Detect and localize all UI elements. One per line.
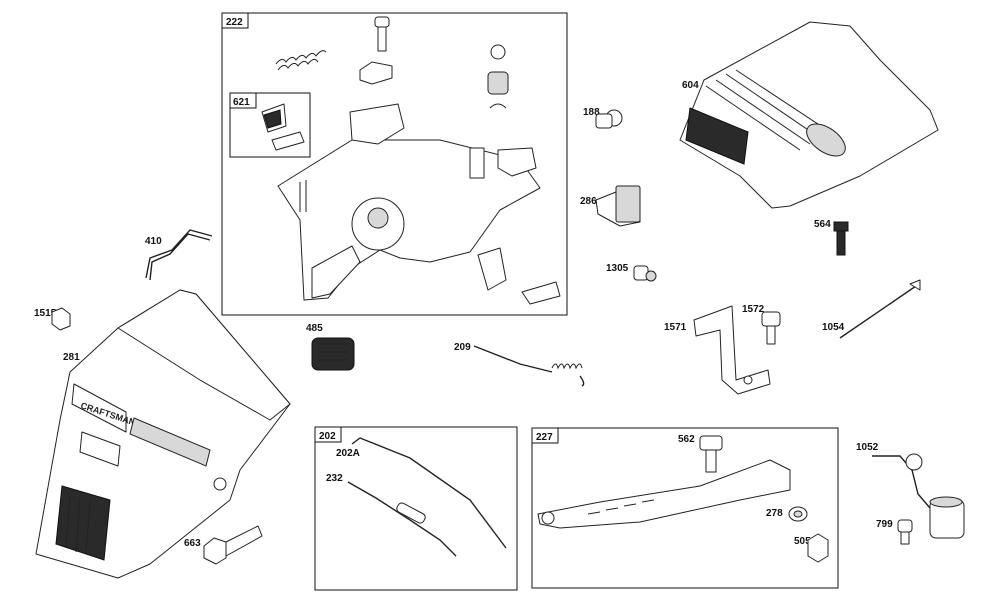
box-621-label: 621 <box>233 97 250 108</box>
part-1572: 1572 <box>742 304 781 345</box>
label-799: 799 <box>876 519 893 530</box>
knob-stack-part <box>487 44 509 109</box>
shroud-boss <box>213 477 227 491</box>
label-604: 604 <box>682 80 699 91</box>
washer-hole <box>793 510 803 518</box>
lever-holes <box>587 499 655 515</box>
part-663: 663 <box>184 525 263 565</box>
label-1054: 1054 <box>822 322 845 333</box>
lever-part <box>537 459 791 529</box>
assembly-box-222: 222 621 <box>221 12 568 316</box>
shroud-grille <box>129 417 211 467</box>
part-410: 410 <box>145 229 213 281</box>
label-1515: 1515 <box>34 308 57 319</box>
part-1515: 1515 <box>34 307 71 331</box>
label-485: 485 <box>306 323 323 334</box>
bracket-spring <box>299 180 307 212</box>
vent-lines <box>65 495 91 555</box>
label-410: 410 <box>145 236 162 247</box>
cable-wire <box>347 481 457 557</box>
part-286: 286 <box>580 185 641 227</box>
assembly-box-202: 202 202A 232 <box>314 426 518 591</box>
label-1571: 1571 <box>664 322 687 333</box>
part-209: 209 <box>454 342 585 387</box>
shroud-logo-plate <box>71 383 127 433</box>
nut-part-505 <box>807 533 829 563</box>
bracket-ear <box>497 147 537 177</box>
control-bracket-part <box>277 103 561 305</box>
label-202A: 202A <box>336 448 360 459</box>
spring-part <box>275 50 327 71</box>
part-604: 604 <box>679 21 939 209</box>
cover-vent <box>685 107 749 165</box>
bracket-tab <box>349 103 405 145</box>
label-1572: 1572 <box>742 304 765 315</box>
part-1305: 1305 <box>606 263 657 282</box>
label-505: 505 <box>794 536 811 547</box>
label-188: 188 <box>583 107 600 118</box>
label-564: 564 <box>814 219 831 230</box>
box-202-label: 202 <box>319 431 336 442</box>
bracket-lug <box>477 247 507 291</box>
lever-pivot <box>541 511 555 525</box>
label-278: 278 <box>766 508 783 519</box>
cable-sleeve <box>396 502 426 524</box>
label-562: 562 <box>678 434 695 445</box>
pin-part-562 <box>699 435 723 473</box>
shroud-top <box>117 289 291 421</box>
label-1305: 1305 <box>606 263 629 274</box>
part-1571: 1571 <box>664 305 771 395</box>
assembly-box-621: 621 <box>229 92 311 158</box>
box-227-label: 227 <box>536 432 553 443</box>
cover-ribs <box>705 69 831 151</box>
part-281: 281 CRAFTSMAN <box>35 289 291 579</box>
part-485: 485 <box>306 323 355 371</box>
part-1052: 1052 <box>856 442 965 539</box>
part-564: 564 <box>814 219 849 256</box>
pad-part-621 <box>271 131 305 151</box>
bracket-screw <box>469 147 485 179</box>
assembly-box-227: 227 562 278 505 <box>531 427 839 589</box>
label-286: 286 <box>580 196 597 207</box>
part-799: 799 <box>876 519 913 545</box>
pulley-hub <box>367 207 389 229</box>
cable-rod <box>351 437 507 549</box>
part-188: 188 <box>583 107 623 129</box>
box-222-label: 222 <box>226 17 243 28</box>
label-232: 232 <box>326 473 343 484</box>
part-1054: 1054 <box>822 279 921 339</box>
shroud-window <box>79 431 121 467</box>
label-1052: 1052 <box>856 442 879 453</box>
cover-slot <box>806 123 846 157</box>
bolt-part <box>521 281 561 305</box>
clip-part <box>359 61 393 85</box>
bracket-arm <box>311 245 361 299</box>
screw-part <box>374 16 390 52</box>
label-281: 281 <box>63 352 80 363</box>
clip-shadow <box>263 109 282 129</box>
label-209: 209 <box>454 342 471 353</box>
label-663: 663 <box>184 538 201 549</box>
